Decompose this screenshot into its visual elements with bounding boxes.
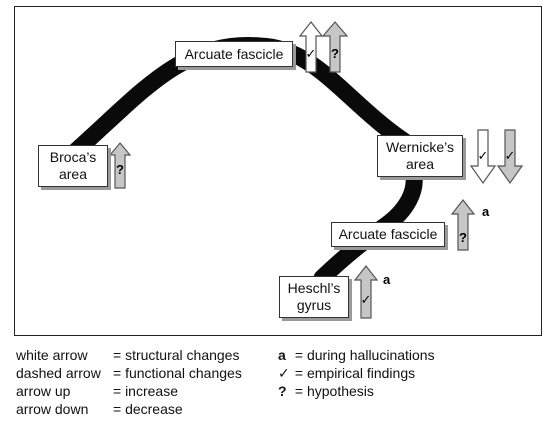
arcuate-top-check-mark: ✓ [306,46,317,61]
node-heschls-gyrus-line2: gyrus [296,297,332,313]
broca-shaded-up-arrow: ? [108,142,132,189]
node-brocas-area-line1: Broca’s [49,149,97,165]
legend-value: = structural changes [113,347,240,363]
node-wernickes-area-line2: area [405,156,435,172]
node-wernickes-area: Wernicke’s area [377,135,463,177]
heschl-check-mark: ✓ [361,292,372,307]
node-wernickes-area-line1: Wernicke’s [386,139,454,155]
broca-question-mark: ? [116,162,124,177]
legend-value: = hypothesis [291,383,374,399]
wernicke-check-mark-1: ✓ [478,148,489,163]
legend-value: = increase [113,383,178,399]
node-arcuate-fascicle-top-label: Arcuate fascicle [184,45,284,62]
node-heschls-gyrus-line1: Heschl’s [287,280,341,296]
arcuate-lower-shaded-up-arrow: ? a [450,199,490,251]
heschl-shaded-up-arrow: ✓ a [353,265,391,319]
node-brocas-area-line2: area [58,166,88,182]
legend-key: dashed arrow [16,365,101,381]
legend-key: arrow up [16,383,71,399]
legend-key: white arrow [16,347,88,363]
legend-key: a [278,347,286,363]
legend-key: ? [278,383,287,399]
node-brocas-area: Broca’s area [38,145,108,187]
legend-value: = empirical findings [291,365,416,381]
legend-key: arrow down [16,401,89,417]
arcuate-top-shaded-up-arrow: ? [321,21,349,73]
legend-value: = functional changes [113,365,242,381]
arcuate-top-white-up-arrow: ✓ [298,21,324,73]
node-heschls-gyrus: Heschl’s gyrus [279,276,349,318]
node-arcuate-fascicle-lower: Arcuate fascicle [331,222,445,247]
node-arcuate-fascicle-lower-label: Arcuate fascicle [338,226,438,242]
wernicke-shaded-down-arrow: ✓ [496,129,524,185]
node-arcuate-fascicle-top: Arcuate fascicle [175,41,293,67]
arcuate-top-question-mark: ? [331,46,339,61]
legend-value: = during hallucinations [291,347,435,363]
wernicke-check-mark-2: ✓ [505,148,516,163]
heschl-a-mark: a [383,272,391,287]
wernicke-white-down-arrow: ✓ [469,129,497,185]
diagram-canvas: ✓ ? ? ✓ ✓ ? a ✓ a [59,21,524,319]
legend-value: = decrease [113,401,183,417]
arcuate-lower-a-mark: a [482,204,490,219]
arcuate-lower-question-mark: ? [459,230,467,245]
legend-key: ✓ [278,365,290,381]
